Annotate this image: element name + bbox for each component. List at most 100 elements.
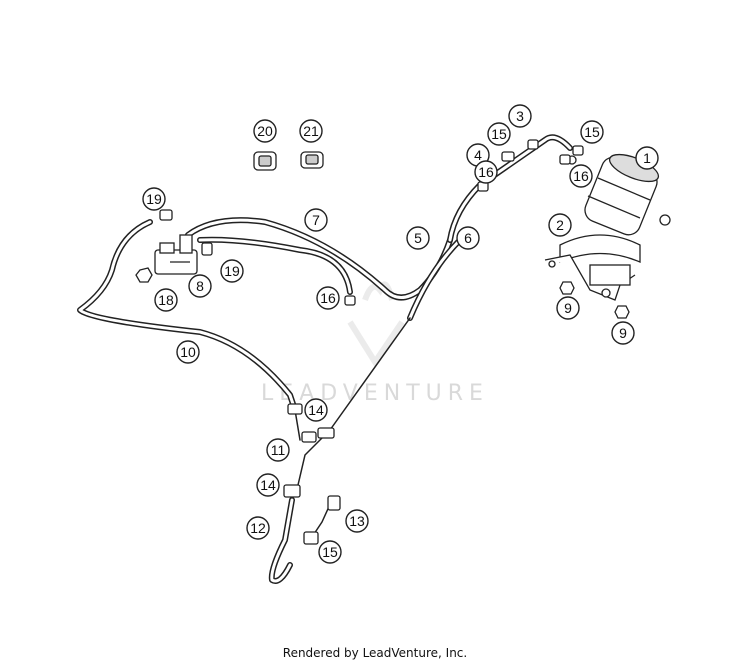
fitting-14a: [287, 403, 303, 415]
callout-label: 19: [224, 263, 240, 279]
fitting-11b: [317, 427, 335, 439]
callout-label: 18: [158, 292, 174, 308]
clip-19b: [201, 242, 213, 256]
line-11: [297, 317, 411, 486]
callout-label: 15: [584, 124, 600, 140]
callout-circle: [266, 438, 290, 462]
callout-label: 14: [308, 402, 324, 418]
parts: [135, 139, 671, 545]
callout-15: 15: [580, 120, 604, 144]
fitting-4: [501, 151, 515, 162]
callout-label: 15: [322, 544, 338, 560]
callout-circle: [176, 340, 200, 364]
callout-label: 16: [573, 168, 589, 184]
callout-circle: [304, 208, 328, 232]
callout-circle: [299, 119, 323, 143]
callout-18: 18: [154, 288, 178, 312]
callout-label: 7: [312, 212, 320, 228]
callout-6: 6: [456, 226, 480, 250]
callout-circle: [220, 259, 244, 283]
callout-15: 15: [318, 540, 342, 564]
callout-label: 15: [491, 126, 507, 142]
callout-label: 8: [196, 278, 204, 294]
callout-circle: [635, 146, 659, 170]
callout-label: 16: [478, 164, 494, 180]
hose-6: [407, 237, 463, 321]
clamp-20: [253, 151, 277, 171]
callout-label: 21: [303, 123, 319, 139]
nut-9b: [614, 305, 630, 319]
callout-label: 13: [349, 513, 365, 529]
callout-15: 15: [487, 122, 511, 146]
callout-19: 19: [220, 259, 244, 283]
watermark: LEADVENTURE: [261, 281, 489, 406]
hose-10-core: [78, 220, 297, 412]
callout-label: 5: [414, 230, 422, 246]
callout-circle: [487, 122, 511, 146]
callout-9: 9: [611, 321, 635, 345]
callout-12: 12: [246, 516, 270, 540]
callout-label: 20: [257, 123, 273, 139]
callout-19: 19: [142, 187, 166, 211]
hose-6-core: [408, 238, 462, 320]
callout-label: 11: [271, 442, 286, 458]
callout-label: 19: [146, 191, 162, 207]
hose-7b-core: [198, 238, 352, 294]
canister: [567, 153, 671, 236]
callout-circle: [304, 398, 328, 422]
t-fitting-11: [301, 431, 317, 443]
callout-circle: [556, 296, 580, 320]
callout-circle: [142, 187, 166, 211]
callout-2: 2: [548, 213, 572, 237]
callout-circle: [508, 104, 532, 128]
callout-8: 8: [188, 274, 212, 298]
fitting-15c: [303, 531, 319, 545]
callout-label: 2: [556, 217, 564, 233]
fitting-15b: [572, 145, 584, 156]
callout-circle: [154, 288, 178, 312]
clamp-21: [300, 151, 324, 169]
callout-circle: [548, 213, 572, 237]
callout-circle: [580, 120, 604, 144]
callout-16: 16: [316, 286, 340, 310]
watermark-logo: [347, 281, 405, 368]
callout-circle: [318, 540, 342, 564]
callout-14: 14: [304, 398, 328, 422]
callout-circle: [611, 321, 635, 345]
credit-footer: Rendered by LeadVenture, Inc.: [282, 646, 468, 660]
callout-circle: [406, 226, 430, 250]
callout-circle: [188, 274, 212, 298]
nut-9a: [559, 281, 575, 295]
callout-label: 12: [250, 520, 266, 536]
callout-7: 7: [304, 208, 328, 232]
callout-label: 6: [464, 230, 472, 246]
callout-14: 14: [256, 473, 280, 497]
callout-21: 21: [299, 119, 323, 143]
callout-label: 4: [474, 147, 482, 163]
callout-label: 1: [643, 150, 651, 166]
callout-label: 14: [260, 477, 276, 493]
callout-label: 16: [320, 290, 336, 306]
watermark-text: LEADVENTURE: [261, 381, 489, 406]
callout-circle: [256, 473, 280, 497]
callout-10: 10: [176, 340, 200, 364]
valve-8: [154, 234, 198, 275]
clip-19a: [159, 209, 173, 221]
callout-20: 20: [253, 119, 277, 143]
line-11b: [294, 409, 301, 441]
callout-circle: [456, 226, 480, 250]
callout-5: 5: [406, 226, 430, 250]
callout-label: 9: [564, 300, 572, 316]
callout-label: 3: [516, 108, 524, 124]
callout-circle: [345, 509, 369, 533]
callout-3: 3: [508, 104, 532, 128]
callout-label: 10: [180, 344, 196, 360]
callout-16: 16: [569, 164, 593, 188]
callout-13: 13: [345, 509, 369, 533]
fitting-14b: [283, 484, 301, 498]
fitting-15a: [527, 139, 539, 150]
callout-circle: [569, 164, 593, 188]
hose-12-core: [270, 498, 294, 583]
